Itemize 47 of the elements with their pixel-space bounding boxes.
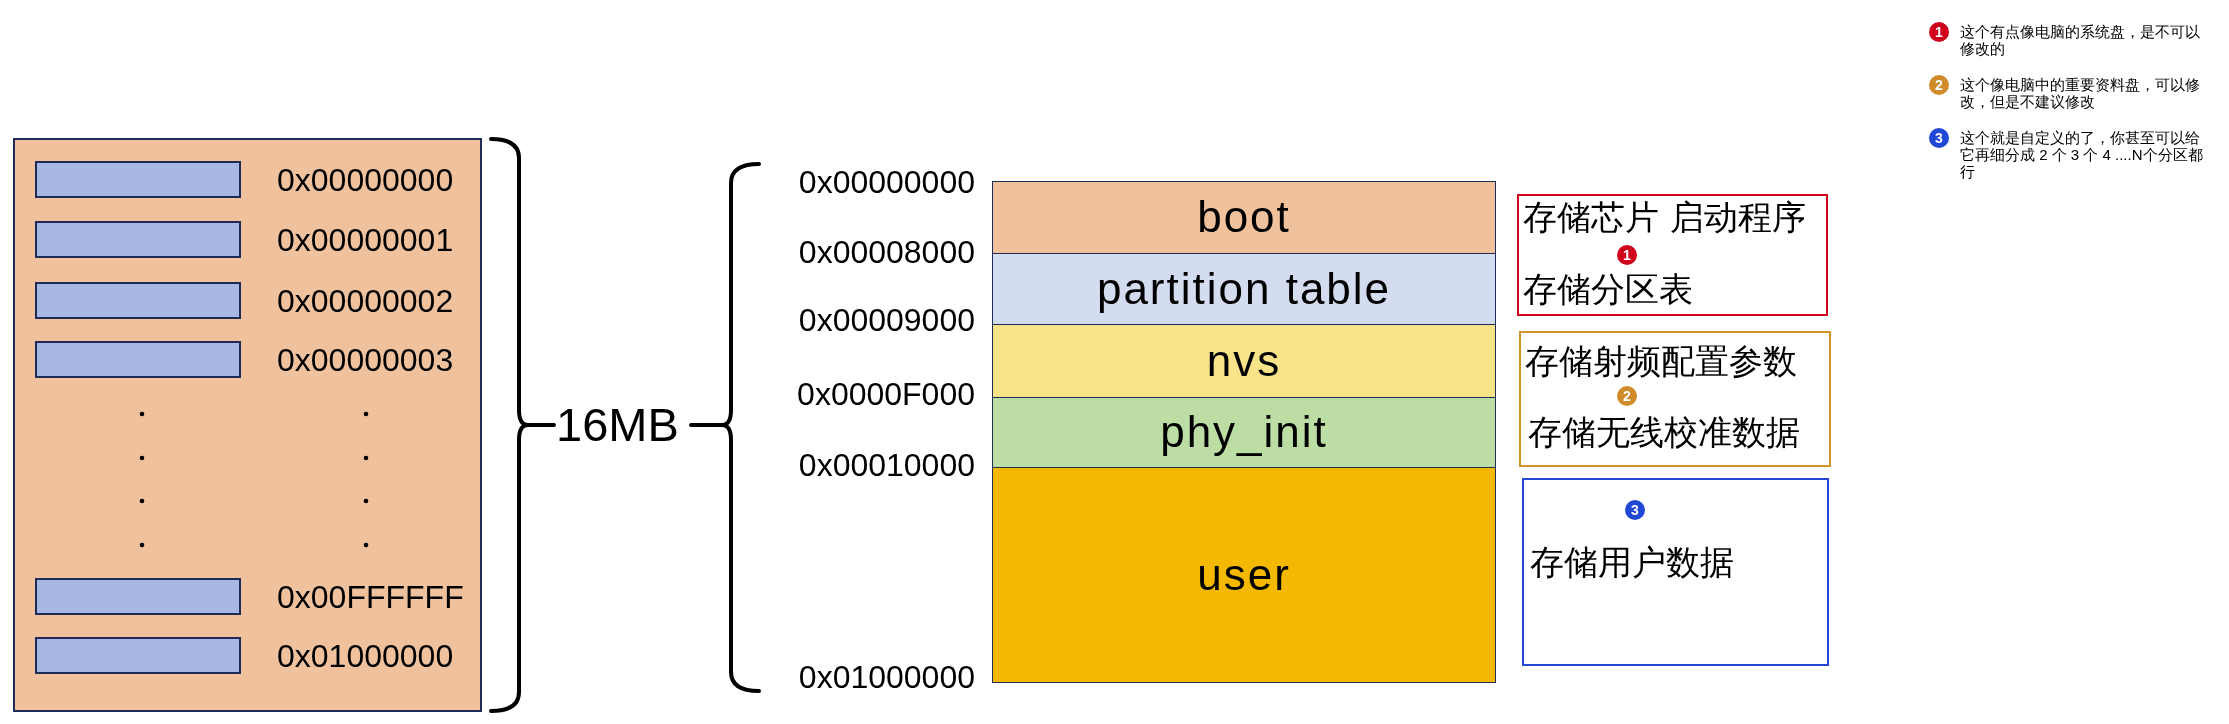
description-text: 存储分区表 xyxy=(1523,268,1693,310)
description-text: 存储用户数据 xyxy=(1530,541,1734,583)
callout-number: 2 xyxy=(1929,75,1949,95)
description-box xyxy=(1519,331,1831,467)
partition-row xyxy=(992,181,1496,255)
address-label: 0x00000003 xyxy=(277,340,454,379)
address-label: 0x00009000 xyxy=(798,300,975,340)
description-text: 存储射频配置参数 xyxy=(1525,340,1797,382)
description-box xyxy=(1522,478,1829,666)
address-label: 0x00008000 xyxy=(798,232,975,272)
partition-row xyxy=(992,397,1496,469)
partition-row xyxy=(992,324,1496,399)
description-text: 存储芯片 启动程序 xyxy=(1523,196,1806,238)
description-box xyxy=(1517,194,1828,316)
note-text: 这个有点像电脑的系统盘，是不可以修改的 xyxy=(1960,23,2201,57)
address-label: 0x01000000 xyxy=(798,657,975,697)
partition-name: phy_init xyxy=(1160,407,1328,459)
description-text: 存储无线校准数据 xyxy=(1528,411,1800,453)
partition-name: nvs xyxy=(1206,335,1282,387)
memory-cell-bar xyxy=(35,282,241,319)
partition-name: boot xyxy=(1197,192,1291,244)
memory-panel xyxy=(13,138,482,712)
memory-cell-bar xyxy=(35,578,241,615)
callout-number: 1 xyxy=(1929,22,1949,42)
callout-number: 3 xyxy=(1929,128,1949,148)
partition-name: user xyxy=(1197,549,1291,601)
partition-name: partition table xyxy=(1096,263,1392,315)
callout-number: 2 xyxy=(1617,386,1637,406)
memory-cell-bar xyxy=(35,341,241,378)
size-label: 16MB xyxy=(556,396,679,453)
callout-number: 3 xyxy=(1625,500,1645,520)
memory-cell-bar xyxy=(35,221,241,258)
address-label: 0x01000000 xyxy=(277,636,454,675)
note-text: 这个就是自定义的了，你甚至可以给它再细分成 2 个 3 个 4 ....N个分区都行 xyxy=(1960,129,2204,180)
address-label: 0x0000F000 xyxy=(797,374,975,414)
address-label: 0x00000002 xyxy=(277,281,454,320)
callout-number: 1 xyxy=(1617,245,1637,265)
memory-cell-bar xyxy=(35,637,241,674)
partition-row xyxy=(992,467,1496,683)
memory-cell-bar xyxy=(35,161,241,198)
address-label: 0x00000000 xyxy=(798,162,975,202)
address-label: 0x00010000 xyxy=(798,445,975,485)
address-label: 0x00000001 xyxy=(277,220,454,259)
partition-row xyxy=(992,253,1496,326)
note-text: 这个像电脑中的重要资料盘，可以修改，但是不建议修改 xyxy=(1960,76,2201,110)
address-label: 0x00000000 xyxy=(277,160,454,199)
address-label: 0x00FFFFFF xyxy=(277,577,464,616)
